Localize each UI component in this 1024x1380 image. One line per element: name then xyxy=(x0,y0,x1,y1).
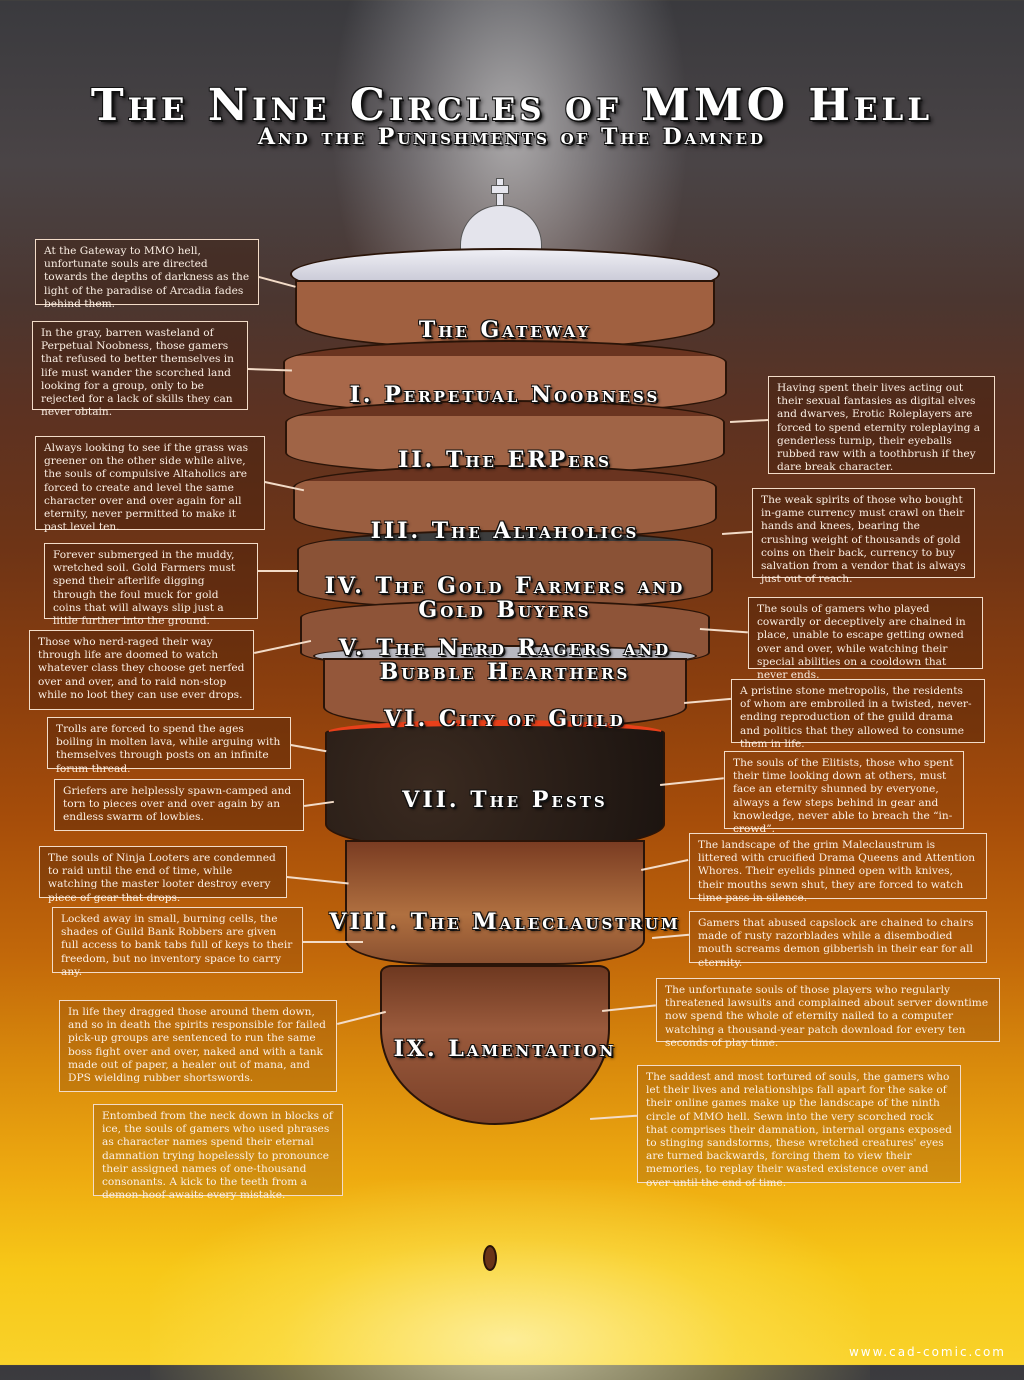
note-guild-bank-robbers: Locked away in small, burning cells, the… xyxy=(52,907,303,978)
circle-7-lava-layer xyxy=(325,720,665,850)
circle-9-layer xyxy=(380,965,610,1125)
note-bubble-hearthers: The souls of gamers who played cowardly … xyxy=(748,597,983,681)
circle-4-layer xyxy=(297,530,713,610)
circle-label-9: IX. Lamentation xyxy=(393,1036,617,1062)
note-gold-buyers: The weak spirits of those who bought in-… xyxy=(752,488,975,585)
leader-line xyxy=(258,570,298,572)
hell-cone-illustration: The Gateway I. Perpetual Noobness II. Th… xyxy=(255,178,755,1280)
note-ninja-looters: The souls of Ninja Looters are condemned… xyxy=(39,846,287,904)
note-perpetual-noobness: In the gray, barren wasteland of Perpetu… xyxy=(32,321,248,418)
note-maleclaustrum: The landscape of the grim Maleclaustrum … xyxy=(689,833,987,904)
note-trolls: Trolls are forced to spend the ages boil… xyxy=(47,717,291,775)
poster-title: The Nine Circles of MMO Hell xyxy=(90,80,934,131)
note-pug-failures: In life they dragged those around them d… xyxy=(59,1000,337,1092)
circle-8-chained-layer xyxy=(345,840,645,965)
circle-label-3: III. The Altaholics xyxy=(370,518,640,544)
hellfire-glow xyxy=(150,1180,870,1380)
note-phrase-names: Entombed from the neck down in blocks of… xyxy=(93,1104,343,1201)
note-elitists: The souls of the Elitists, those who spe… xyxy=(724,751,964,835)
note-gateway: At the Gateway to MMO hell, unfortunate … xyxy=(35,239,259,310)
note-city-of-guild: A pristine stone metropolis, the residen… xyxy=(731,679,985,750)
note-lamentation: The saddest and most tortured of souls, … xyxy=(637,1065,961,1189)
note-erpers: Having spent their lives acting out thei… xyxy=(768,376,995,474)
circle-label-6: VI. City of Guild xyxy=(384,706,626,732)
poster-subtitle: And the Punishments of The Damned xyxy=(257,124,767,150)
circle-label-4: IV. The Gold Farmers and Gold Buyers xyxy=(324,573,686,623)
note-nerd-ragers: Those who nerd-raged their way through l… xyxy=(29,630,254,710)
circle-label-2: II. The ERPers xyxy=(398,447,612,473)
circle-label-5: V. The Nerd Ragers and Bubble Hearthers xyxy=(338,635,672,685)
note-altaholics: Always looking to see if the grass was g… xyxy=(35,436,265,533)
circle-label-7: VII. The Pests xyxy=(402,787,608,813)
circle-label-1: I. Perpetual Noobness xyxy=(349,382,661,408)
leader-line xyxy=(303,941,363,943)
note-lawsuit-threats: The unfortunate souls of those players w… xyxy=(656,978,1000,1049)
website-credit: www.cad-comic.com xyxy=(848,1345,1006,1359)
circle-label-8: VIII. The Maleclaustrum xyxy=(329,909,681,935)
falling-rock xyxy=(483,1245,497,1271)
note-griefers: Griefers are helplessly spawn-camped and… xyxy=(54,779,304,831)
note-gold-farmers: Forever submerged in the muddy, wretched… xyxy=(44,543,258,627)
gateway-cross-icon xyxy=(491,178,509,210)
circle-label-gateway: The Gateway xyxy=(418,317,592,343)
note-capslock: Gamers that abused capslock are chained … xyxy=(689,911,987,969)
